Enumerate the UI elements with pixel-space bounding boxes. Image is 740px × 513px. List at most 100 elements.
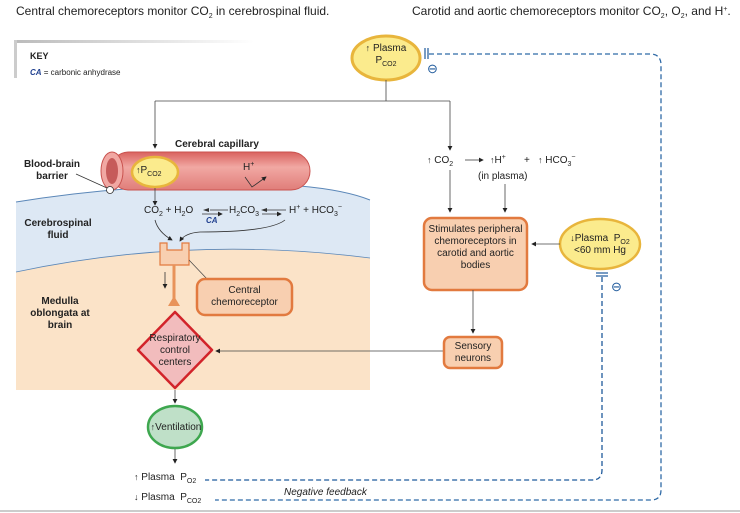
p-text: P [140, 165, 148, 176]
ventilation-text: Ventilation [155, 422, 202, 433]
h2o-sub: 2 [181, 211, 186, 218]
up-arrow-icon: ↑ [365, 43, 371, 53]
peripheral-plus: + [524, 155, 530, 166]
hco3-sub: 3 [333, 211, 338, 218]
plasma-pco2-top-label: ↑ Plasma PCO2 [356, 42, 416, 68]
up-arrow-icon: ↑ [136, 165, 141, 175]
reaction-right: H+ + HCO3− [289, 204, 342, 218]
peripheral-chemoreceptors-label: Stimulates peripheral chemoreceptors in … [428, 224, 523, 271]
h-sup: + [501, 154, 506, 161]
central-chemoreceptor-label: Central chemoreceptor [211, 285, 278, 308]
peripheral-hco3: ↑ HCO3− [538, 154, 576, 168]
h-text: H [229, 205, 237, 216]
h-sup: + [250, 161, 255, 168]
h2-sub: 2 [236, 211, 241, 218]
plus-h-text: + H [162, 205, 182, 216]
up-arrow-icon: ↑ [134, 472, 139, 482]
up-arrow-icon: ↑ [150, 422, 156, 432]
reaction-middle: H2CO3 [229, 205, 260, 218]
title-central-text: Central chemoreceptors monitor CO [16, 4, 209, 18]
co-text: CO [240, 205, 256, 216]
inhibit-icon: ⊖ [427, 61, 438, 76]
title-peripheral-sub1: 2 [660, 13, 665, 20]
capillary-pco2-label: ↑PCO2 [136, 164, 162, 178]
peripheral-co2: ↑ CO2 [427, 155, 453, 168]
sensory-neurons-label: Sensory neurons [454, 341, 492, 364]
p-text: P [180, 492, 187, 503]
feedback-line-po2 [205, 277, 603, 481]
csf-label: Cerebrospinal fluid [24, 218, 92, 241]
down-arrow-icon: ↓ [570, 233, 575, 243]
p-sub: CO2 [382, 61, 397, 68]
negative-feedback-label: Negative feedback [284, 487, 367, 498]
up-arrow-icon: ↑ [538, 155, 543, 165]
key-entry: CA = carbonic anhydrase [30, 68, 121, 77]
title-central-tail: in cerebrospinal fluid. [212, 4, 330, 18]
hco3-sup: − [337, 204, 342, 211]
h-text: H [243, 162, 251, 173]
title-peripheral-end: . [727, 4, 731, 18]
title-peripheral-text: Carotid and aortic chemoreceptors monito… [412, 4, 661, 18]
title-central: Central chemoreceptors monitor CO2 in ce… [16, 4, 330, 20]
respiratory-control-label: Respiratory control centers [149, 333, 201, 368]
up-arrow-icon: ↑ [427, 155, 432, 165]
down-arrow-icon: ↓ [134, 492, 139, 502]
title-peripheral-mid: , O [664, 4, 681, 18]
title-peripheral-tail: , and H [684, 4, 724, 18]
co2-text: CO [144, 205, 159, 216]
in-plasma-note: (in plasma) [478, 171, 528, 182]
key-left-border [14, 40, 17, 78]
p-text: P [375, 55, 383, 66]
capillary-pco2-oval [130, 155, 180, 189]
p-text: P [180, 472, 187, 483]
feedback-line-pco2 [215, 53, 662, 501]
plasma-text: Plasma [141, 492, 175, 503]
p-sub: CO2 [186, 498, 202, 505]
p-text: P [613, 233, 621, 244]
sensory-neurons-box [442, 335, 504, 370]
inhibit-icon: ⊖ [611, 279, 622, 294]
p-sub: CO2 [147, 171, 162, 178]
hco-text: + HCO [300, 205, 334, 216]
capillary-h-label: H+ [243, 161, 255, 173]
ventilation-label: ↑Ventilation [148, 421, 204, 434]
o-text: O [185, 205, 194, 216]
key-heading: KEY [30, 51, 49, 61]
ventilation-oval [146, 404, 204, 450]
p-sub: O2 [620, 239, 630, 246]
p-sub: O2 [186, 478, 197, 485]
hco3-sup: − [571, 154, 576, 161]
central-chemoreceptor-box [195, 277, 294, 317]
h-text: H [494, 155, 502, 166]
enzyme-ca-label: CA [206, 216, 218, 225]
key-top-border [14, 40, 254, 43]
peripheral-chemoreceptors-box [422, 216, 529, 292]
title-peripheral-sup: + [723, 6, 728, 13]
blood-brain-barrier-marker [106, 186, 114, 194]
co2-sub: 2 [159, 211, 163, 218]
peripheral-h: ↑H+ [490, 154, 506, 166]
co2-text: CO [434, 155, 450, 166]
central-chemoreceptor-receptor [159, 242, 190, 266]
title-peripheral: Carotid and aortic chemoreceptors monito… [412, 4, 731, 20]
medulla-label: Medulla oblongata at brain [30, 296, 90, 331]
hco3-sub: 3 [567, 161, 572, 168]
h-sup: + [296, 204, 301, 211]
up-arrow-icon: ↑ [490, 155, 495, 165]
cerebral-capillary-label: Cerebral capillary [175, 139, 259, 150]
h-text: H [289, 205, 297, 216]
blood-brain-barrier-label: Blood-brain barrier [23, 159, 81, 182]
co3-sub: 3 [255, 211, 260, 218]
plasma-text: Plasma [574, 233, 609, 244]
title-peripheral-sub2: 2 [680, 13, 685, 20]
key-definition: = carbonic anhydrase [41, 68, 121, 77]
plasma-po2-result: ↑ Plasma PO2 [134, 472, 197, 485]
respiratory-control-diamond [136, 310, 214, 390]
plasma-text: Plasma [372, 43, 407, 54]
plasma-pco2-result: ↓ Plasma PCO2 [134, 492, 202, 505]
plasma-po2-low-label: ↓Plasma PO2 <60 mm Hg [562, 232, 638, 257]
po2-threshold: <60 mm Hg [574, 245, 626, 256]
title-central-sub: 2 [208, 13, 213, 20]
reaction-left: CO2 + H2O [144, 205, 194, 218]
